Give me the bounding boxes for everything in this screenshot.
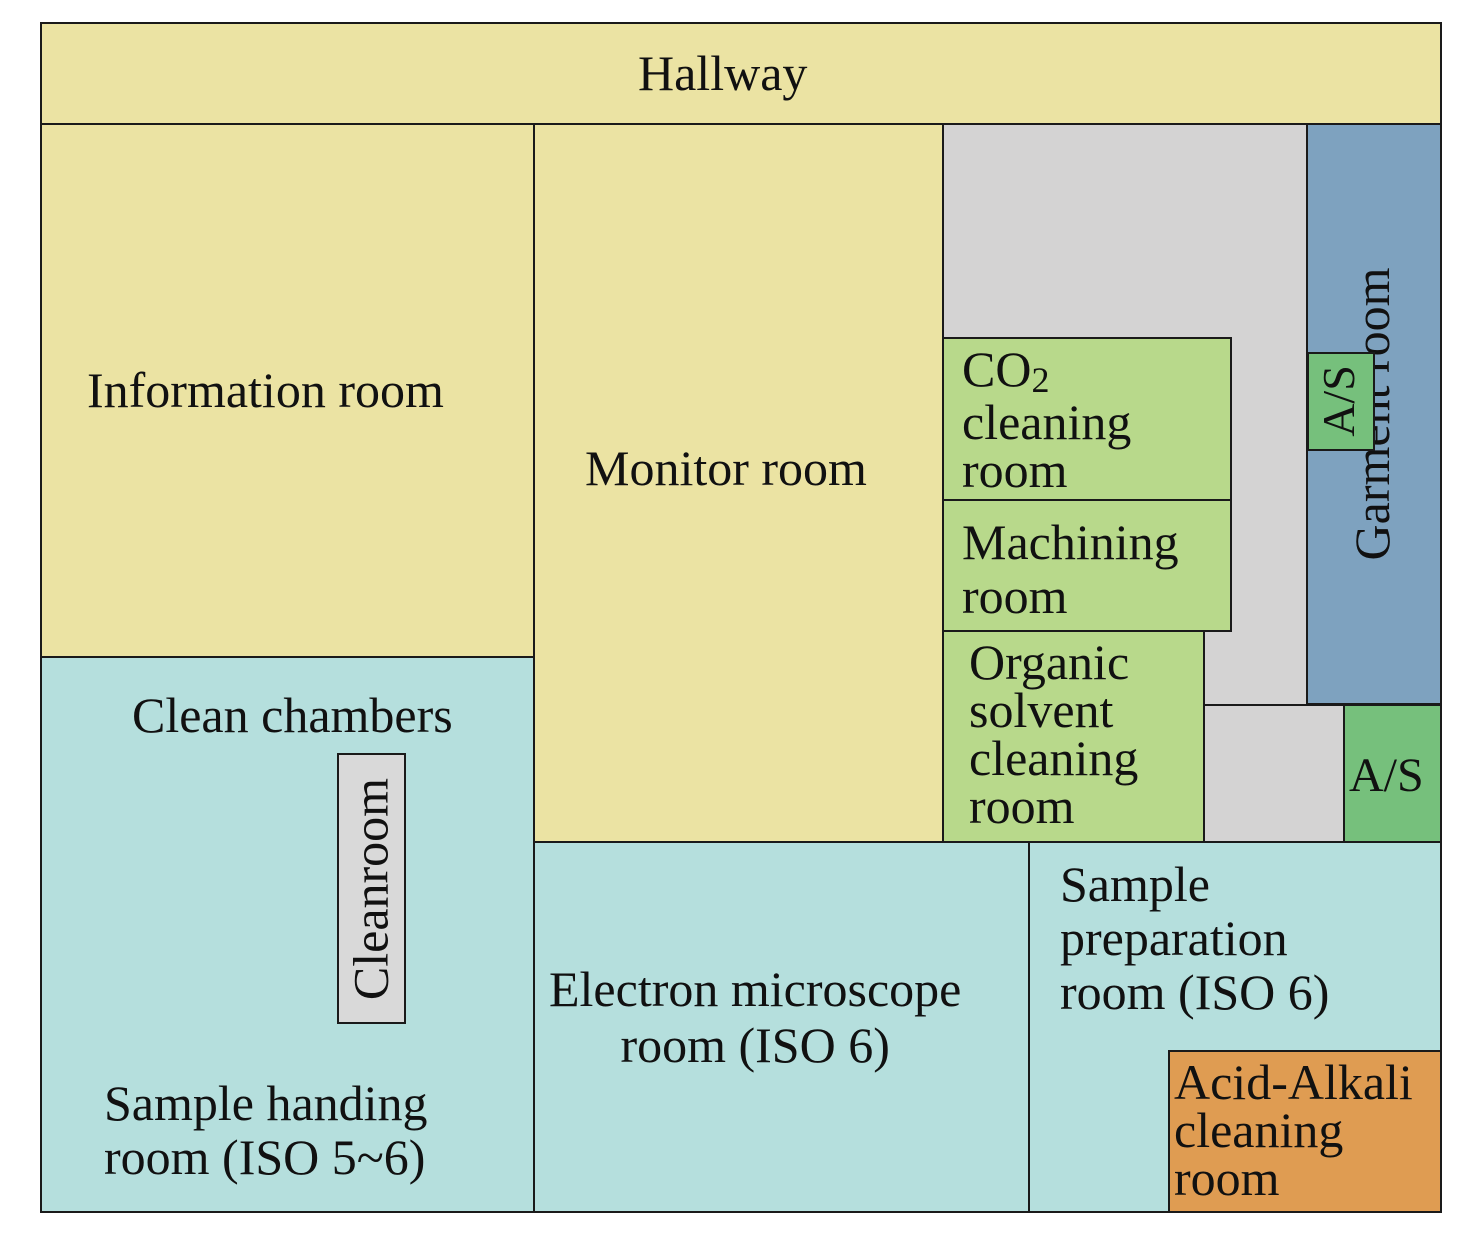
electron-microscope-room: Electron microscope room (ISO 6) bbox=[533, 841, 1030, 1213]
organic-line3: cleaning bbox=[969, 730, 1139, 786]
machining-room-label: Machining room bbox=[962, 515, 1179, 623]
sample-handling-line2: room (ISO 5~6) bbox=[104, 1129, 426, 1185]
sample-prep-line2: preparation bbox=[1060, 910, 1288, 966]
information-room: Information room bbox=[40, 123, 535, 658]
gray-corridor-lower bbox=[1200, 704, 1345, 843]
monitor-room: Monitor room bbox=[533, 123, 944, 843]
acid-line2: cleaning bbox=[1174, 1102, 1344, 1158]
acid-line1: Acid-Alkali bbox=[1174, 1054, 1413, 1110]
organic-solvent-cleaning-room: Organic solvent cleaning room bbox=[942, 630, 1205, 843]
air-shower-top-label: A/S bbox=[1313, 365, 1364, 437]
sample-prep-line1: Sample bbox=[1060, 856, 1210, 912]
hallway-room: Hallway bbox=[40, 22, 1442, 125]
organic-line1: Organic bbox=[969, 634, 1130, 690]
electron-line2: room (ISO 6) bbox=[620, 1017, 890, 1073]
co2-text: CO bbox=[962, 341, 1032, 397]
machining-line1: Machining bbox=[962, 514, 1179, 570]
sample-preparation-room-label: Sample preparation room (ISO 6) bbox=[1060, 857, 1329, 1019]
acid-line3: room bbox=[1174, 1150, 1280, 1206]
sample-handling-room: Clean chambers Sample handing room (ISO … bbox=[40, 656, 535, 1213]
sample-prep-line3: room (ISO 6) bbox=[1060, 964, 1330, 1020]
monitor-room-label: Monitor room bbox=[585, 440, 867, 496]
acid-alkali-cleaning-room: Acid-Alkali cleaning room bbox=[1168, 1050, 1442, 1213]
co2-subscript: 2 bbox=[1031, 360, 1050, 400]
air-shower-bottom: A/S bbox=[1343, 704, 1442, 843]
cleanroom-box: Cleanroom bbox=[337, 753, 406, 1024]
machining-line2: room bbox=[962, 568, 1068, 624]
organic-line2: solvent bbox=[969, 682, 1114, 738]
co2-cleaning-room-label: CO2 cleaning room bbox=[962, 344, 1132, 498]
co2-line3: room bbox=[962, 442, 1068, 498]
air-shower-top: A/S bbox=[1307, 352, 1375, 451]
sample-handling-line1: Sample handing bbox=[104, 1075, 428, 1131]
machining-room: Machining room bbox=[942, 499, 1232, 632]
organic-line4: room bbox=[969, 778, 1075, 834]
co2-cleaning-room: CO2 cleaning room bbox=[942, 337, 1232, 501]
information-room-label: Information room bbox=[87, 362, 444, 418]
air-shower-bottom-label: A/S bbox=[1349, 749, 1424, 802]
cleanroom-label: Cleanroom bbox=[342, 777, 399, 1001]
organic-solvent-room-label: Organic solvent cleaning room bbox=[969, 634, 1139, 834]
acid-alkali-room-label: Acid-Alkali cleaning room bbox=[1174, 1054, 1413, 1206]
hallway-label: Hallway bbox=[638, 45, 808, 101]
sample-handling-room-label: Sample handing room (ISO 5~6) bbox=[104, 1076, 428, 1184]
clean-chambers-label: Clean chambers bbox=[132, 687, 453, 743]
electron-line1: Electron microscope bbox=[549, 961, 962, 1017]
co2-line2: cleaning bbox=[962, 394, 1132, 450]
electron-microscope-room-label: Electron microscope room (ISO 6) bbox=[549, 961, 961, 1073]
